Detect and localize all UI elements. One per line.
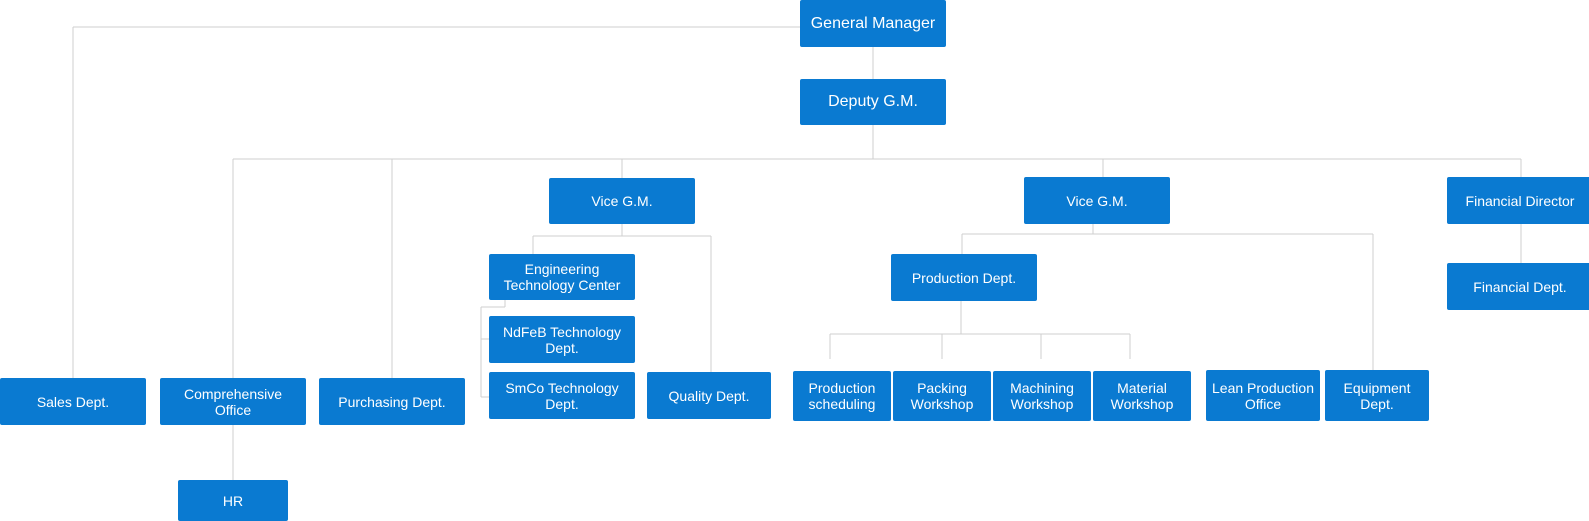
hr-label: HR	[222, 492, 244, 509]
lean-production-office-label: Lean Production Office	[1212, 379, 1314, 412]
ndfeb-technology-dept-node: NdFeB Technology Dept.	[489, 316, 635, 363]
smco-technology-dept-label: SmCo Technology Dept.	[505, 379, 619, 412]
sales-dept-label: Sales Dept.	[36, 393, 110, 410]
deputy-gm-label: Deputy G.M.	[828, 93, 918, 110]
packing-workshop-node: Packing Workshop	[893, 371, 991, 421]
production-dept-label: Production Dept.	[911, 269, 1017, 286]
comprehensive-office-label: Comprehensive Office	[183, 385, 283, 418]
financial-director-node: Financial Director	[1447, 177, 1589, 224]
production-scheduling-node: Production scheduling	[793, 371, 891, 421]
equipment-dept-node: Equipment Dept.	[1325, 370, 1429, 421]
financial-dept-label: Financial Dept.	[1473, 278, 1567, 295]
deputy-gm-node: Deputy G.M.	[800, 79, 946, 125]
financial-director-label: Financial Director	[1465, 192, 1575, 209]
ndfeb-technology-dept-label: NdFeB Technology Dept.	[502, 323, 622, 356]
hr-node: HR	[178, 480, 288, 521]
quality-dept-label: Quality Dept.	[668, 387, 750, 404]
material-workshop-label: Material Workshop	[1110, 380, 1174, 412]
financial-dept-node: Financial Dept.	[1447, 263, 1589, 310]
general-manager-label: General Manager	[810, 14, 936, 32]
production-dept-node: Production Dept.	[891, 254, 1037, 301]
packing-workshop-label: Packing Workshop	[910, 380, 974, 412]
vice-gm-engineering-label: Vice G.M.	[591, 193, 653, 209]
material-workshop-node: Material Workshop	[1093, 371, 1191, 421]
engineering-technology-center-label: Engineering Technology Center	[503, 261, 621, 293]
lean-production-office-node: Lean Production Office	[1206, 370, 1320, 421]
vice-gm-production-node: Vice G.M.	[1024, 177, 1170, 224]
smco-technology-dept-node: SmCo Technology Dept.	[489, 372, 635, 419]
production-scheduling-label: Production scheduling	[808, 380, 876, 412]
quality-dept-node: Quality Dept.	[647, 372, 771, 419]
purchasing-dept-label: Purchasing Dept.	[338, 393, 446, 410]
machining-workshop-label: Machining Workshop	[1010, 380, 1074, 412]
equipment-dept-label: Equipment Dept.	[1343, 379, 1411, 412]
sales-dept-node: Sales Dept.	[0, 378, 146, 425]
vice-gm-production-label: Vice G.M.	[1066, 192, 1128, 209]
purchasing-dept-node: Purchasing Dept.	[319, 378, 465, 425]
general-manager-node: General Manager	[800, 0, 946, 47]
machining-workshop-node: Machining Workshop	[993, 371, 1091, 421]
engineering-technology-center-node: Engineering Technology Center	[489, 254, 635, 300]
vice-gm-engineering-node: Vice G.M.	[549, 178, 695, 224]
comprehensive-office-node: Comprehensive Office	[160, 378, 306, 425]
